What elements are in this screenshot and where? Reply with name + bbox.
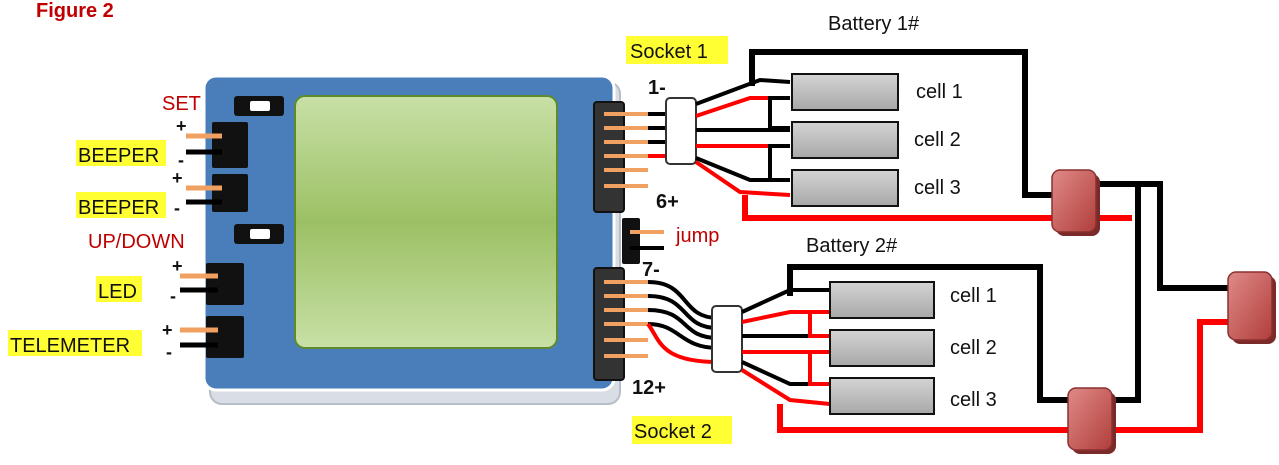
port-label-highlight [76,140,166,166]
port-label: LED [98,281,137,303]
socket1-pin-first: 1- [648,77,666,99]
port-minus: - [170,286,176,306]
socket2-pin-last: 12+ [632,377,666,399]
port-label-highlight [96,276,142,302]
port-led: LED + - [96,256,183,306]
battery1-label: Battery 1# [828,13,920,35]
port-header-led [206,263,244,305]
battery2-cell-1-label: cell 1 [950,285,997,307]
port-label: TELEMETER [10,335,130,357]
battery1-cell-3-label: cell 3 [914,177,961,199]
socket1-label-group: Socket 1 [626,36,728,64]
socket2-wiring [646,280,831,406]
port-beeper-1: BEEPER + - [76,116,187,170]
figure-label: Figure 2 [36,0,114,22]
battery2-cell-2 [829,329,935,367]
port-telemeter: TELEMETER + - [8,320,173,362]
left-port-pins [180,133,222,348]
updown-label: UP/DOWN [88,231,185,253]
battery2-cell-3 [829,377,935,415]
battery1-cell-3 [791,169,899,207]
socket1-pin-last: 6+ [656,191,679,213]
port-plus: + [162,320,173,340]
battery2-cells [829,281,935,415]
port-plus: + [172,168,183,188]
battery1-cell-2-label: cell 2 [914,129,961,151]
port-header-beeper-2 [212,174,248,212]
battery2-wiring [777,184,1230,433]
port-header-telemeter [206,316,244,358]
battery2-label: Battery 2# [806,235,898,257]
socket2-pin-first: 7- [642,259,660,281]
battery1-wiring [742,49,1230,291]
jump-header [622,218,640,264]
updown-button[interactable] [234,224,284,244]
port-label-highlight [76,192,166,218]
socket2-label-group: Socket 2 [632,416,732,444]
battery1-cell-1-label: cell 1 [916,81,963,103]
battery2-cell-1 [829,281,935,319]
battery1-cells [791,73,899,207]
jump-label: jump [675,225,719,247]
port-plus: + [172,256,183,276]
port-minus: - [174,198,180,218]
socket1-label: Socket 1 [630,41,708,63]
port-minus: - [166,342,172,362]
set-button[interactable] [234,96,284,116]
socket2-pins [604,280,648,358]
set-label: SET [162,93,201,115]
port-header-beeper-1 [212,122,248,168]
socket1-wiring [648,77,791,197]
battery1-cell-2 [791,121,899,159]
battery1-cell-1 [791,73,899,111]
connector-battery2 [1067,387,1116,454]
socket1-pins [604,112,648,188]
socket1-label-highlight [626,36,728,64]
battery2-cell-3-label: cell 3 [950,389,997,411]
port-beeper-2: BEEPER + - [76,168,183,219]
jump-pins [630,230,664,250]
socket2-label: Socket 2 [634,421,712,443]
lcd-screen [294,95,558,349]
port-label-highlight [8,330,142,356]
connector-main [1227,271,1276,344]
connector-battery1 [1051,169,1100,236]
device-board [180,74,640,405]
socket2-label-highlight [632,416,732,444]
battery2-cell-2-label: cell 2 [950,337,997,359]
port-label: BEEPER [78,145,159,167]
port-label: BEEPER [78,197,159,219]
port-minus: - [178,150,184,170]
port-plus: + [176,116,187,136]
